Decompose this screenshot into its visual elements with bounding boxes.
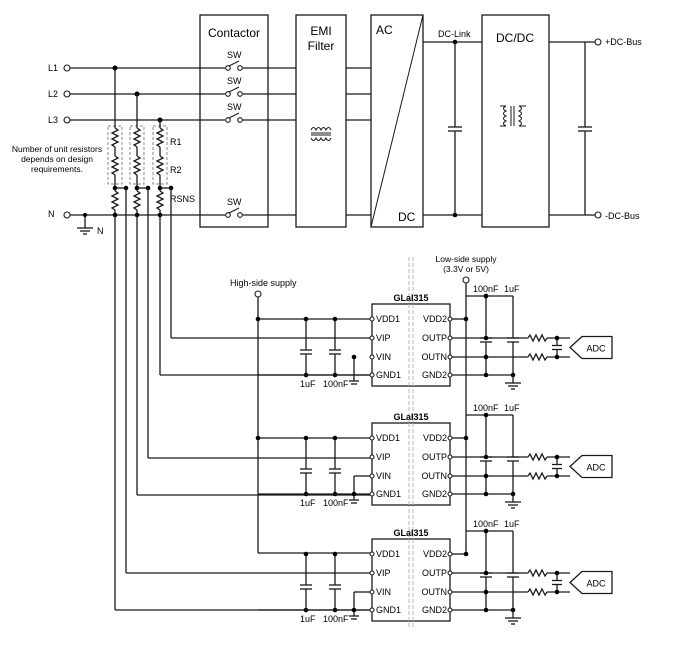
ic-1-pin-gnd1: GND1	[376, 370, 401, 380]
ic-1-body	[371, 303, 451, 387]
ic-1-pin-outn: OUTN	[422, 352, 448, 362]
ac-dc-diagonal	[370, 14, 424, 228]
ic-2-body	[371, 422, 451, 506]
ic-1-pin-vin: VIN	[376, 352, 391, 362]
low-side-supply-label-1: Low-side supply	[436, 254, 498, 264]
minus-dc-bus-label: -DC-Bus	[605, 211, 640, 221]
ic-3-pin-vip: VIP	[376, 568, 391, 578]
dcdc-label: DC/DC	[496, 31, 534, 45]
low-side-supply-label-2: (3.3V or 5V)	[443, 264, 489, 274]
terminal-l3	[63, 116, 71, 124]
ic-2-pin-gnd1: GND1	[376, 489, 401, 499]
ic-1-pin-vip: VIP	[376, 333, 391, 343]
ic-3-cap-1uf-left: 1uF	[300, 614, 316, 624]
plus-dc-bus-label: +DC-Bus	[605, 37, 642, 47]
ic-2-pin-gnd2: GND2	[422, 489, 447, 499]
ic-3-pin-outn: OUTN	[422, 587, 448, 597]
r1-label: R1	[170, 137, 182, 147]
adc-3-block	[569, 570, 613, 595]
dc-label: DC	[398, 210, 416, 224]
resistor-chain-l3	[155, 120, 165, 215]
ic-2-cap-1uf-right: 1uF	[504, 403, 520, 413]
ic-2-pin-vdd2: VDD2	[423, 433, 447, 443]
ic-2-pin-outp: OUTP	[422, 452, 447, 462]
ic-2-pin-vin: VIN	[376, 471, 391, 481]
adc-1-label: ADC	[586, 344, 606, 354]
ic-2-pin-vip: VIP	[376, 452, 391, 462]
ic-3-pin-vdd1: VDD1	[376, 549, 400, 559]
ic-3-pin-gnd1: GND1	[376, 605, 401, 615]
ic-3-cap-100nf-right: 100nF	[473, 519, 499, 529]
low-side-supply-terminal	[462, 276, 470, 284]
ac-label: AC	[376, 23, 393, 37]
ic-2-pin-outn: OUTN	[422, 471, 448, 481]
switch-label-3: SW	[227, 102, 242, 112]
ic-3-pin-gnd2: GND2	[422, 605, 447, 615]
resistor-chain-l2	[132, 94, 142, 215]
ic-1-cap-1uf-left: 1uF	[300, 379, 316, 389]
emi-inductor-icon	[310, 127, 332, 141]
note-line-3: requirements.	[31, 164, 83, 174]
emi-filter-block	[295, 14, 347, 228]
transformer-icon	[500, 105, 526, 127]
switch-label-2: SW	[227, 76, 242, 86]
ground-label: N	[97, 226, 104, 236]
contactor-block	[199, 14, 269, 228]
ic-1-pin-vdd1: VDD1	[376, 314, 400, 324]
ic-3-cap-1uf-right: 1uF	[504, 519, 520, 529]
ic-1-cap-100nf-left: 100nF	[323, 379, 349, 389]
resistor-chain-l1	[110, 68, 120, 215]
emi-label-line2: Filter	[308, 39, 335, 53]
line-label-n: N	[48, 209, 55, 219]
ic-2-name: GLaI315	[393, 412, 428, 422]
terminal-l2	[63, 90, 71, 98]
adc-2-block	[569, 454, 613, 479]
ic-3-cap-100nf-left: 100nF	[323, 614, 349, 624]
switch-label-1: SW	[227, 50, 242, 60]
adc-2-label: ADC	[586, 463, 606, 473]
ic-3-body	[371, 538, 451, 622]
emi-label-line1: EMI	[310, 24, 331, 38]
contactor-switches	[225, 60, 243, 218]
line-label-l3: L3	[48, 115, 58, 125]
adc-3-label: ADC	[586, 579, 606, 589]
contactor-label: Contactor	[208, 26, 260, 40]
switch-label-n: SW	[227, 197, 242, 207]
terminal-minus-dc-bus	[594, 211, 602, 219]
adc-1-block	[569, 335, 613, 360]
line-label-l1: L1	[48, 63, 58, 73]
note-line-1: Number of unit resistors	[12, 144, 102, 154]
ic-1-name: GLaI315	[393, 293, 428, 303]
ic-1-cap-100nf-right: 100nF	[473, 284, 499, 294]
ic-1-pin-gnd2: GND2	[422, 370, 447, 380]
ic-2-pin-vdd1: VDD1	[376, 433, 400, 443]
ic-3-pin-outp: OUTP	[422, 568, 447, 578]
terminal-n	[63, 211, 71, 219]
line-label-l2: L2	[48, 89, 58, 99]
ic-2-cap-100nf-right: 100nF	[473, 403, 499, 413]
dc-link-label: DC-Link	[438, 29, 471, 39]
ic-1-pin-outp: OUTP	[422, 333, 447, 343]
ic-2-cap-100nf-left: 100nF	[323, 498, 349, 508]
ic-3-name: GLaI315	[393, 528, 428, 538]
note-line-2: depends on design	[21, 154, 93, 164]
dc-dc-block	[481, 14, 550, 228]
ic-1-cap-1uf-right: 1uF	[504, 284, 520, 294]
terminal-l1	[63, 64, 71, 72]
ic-3-pin-vdd2: VDD2	[423, 549, 447, 559]
r2-label: R2	[170, 165, 182, 175]
high-side-supply-terminal	[254, 290, 262, 298]
ground-icon	[77, 215, 93, 235]
terminal-plus-dc-bus	[594, 38, 602, 46]
ic-1-pin-vdd2: VDD2	[423, 314, 447, 324]
rsns-label: RSNS	[170, 194, 195, 204]
ic-3-pin-vin: VIN	[376, 587, 391, 597]
high-side-supply-label: High-side supply	[230, 278, 297, 288]
ic-2-cap-1uf-left: 1uF	[300, 498, 316, 508]
